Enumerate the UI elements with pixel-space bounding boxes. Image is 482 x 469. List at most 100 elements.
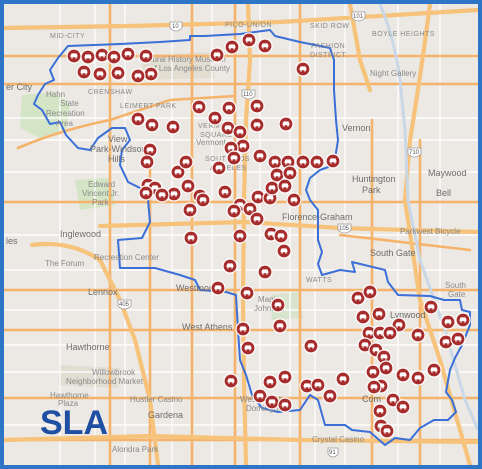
location-marker[interactable] — [76, 64, 92, 80]
location-marker[interactable] — [224, 39, 240, 55]
location-marker[interactable] — [166, 186, 182, 202]
location-marker[interactable] — [410, 370, 426, 386]
location-marker[interactable] — [362, 284, 378, 300]
location-marker[interactable] — [226, 150, 242, 166]
location-marker[interactable] — [241, 32, 257, 48]
location-marker[interactable] — [276, 243, 292, 259]
location-marker[interactable] — [211, 160, 227, 176]
location-marker[interactable] — [395, 367, 411, 383]
location-marker[interactable] — [94, 47, 110, 63]
location-marker[interactable] — [240, 340, 256, 356]
location-marker[interactable] — [382, 325, 398, 341]
location-marker[interactable] — [325, 153, 341, 169]
location-marker[interactable] — [309, 154, 325, 170]
location-marker[interactable] — [66, 48, 82, 64]
location-marker[interactable] — [438, 334, 454, 350]
location-marker[interactable] — [280, 154, 296, 170]
location-marker[interactable] — [257, 38, 273, 54]
location-marker[interactable] — [264, 180, 280, 196]
location-marker[interactable] — [220, 120, 236, 136]
location-marker[interactable] — [250, 189, 266, 205]
location-marker[interactable] — [277, 178, 293, 194]
location-marker[interactable] — [378, 360, 394, 376]
location-marker[interactable] — [295, 61, 311, 77]
location-marker[interactable] — [299, 378, 315, 394]
location-marker[interactable] — [455, 312, 471, 328]
location-marker[interactable] — [191, 99, 207, 115]
location-marker[interactable] — [371, 306, 387, 322]
location-marker[interactable] — [423, 299, 439, 315]
location-marker[interactable] — [295, 154, 311, 170]
location-marker[interactable] — [110, 65, 126, 81]
location-marker[interactable] — [235, 138, 251, 154]
location-marker[interactable] — [221, 100, 237, 116]
location-marker[interactable] — [142, 142, 158, 158]
location-marker[interactable] — [257, 264, 273, 280]
location-marker[interactable] — [120, 46, 136, 62]
location-marker[interactable] — [130, 68, 146, 84]
location-marker[interactable] — [154, 187, 170, 203]
location-marker[interactable] — [366, 379, 382, 395]
location-marker[interactable] — [249, 211, 265, 227]
location-marker[interactable] — [350, 290, 366, 306]
location-marker[interactable] — [209, 47, 225, 63]
location-marker[interactable] — [372, 403, 388, 419]
location-marker[interactable] — [130, 111, 146, 127]
location-marker[interactable] — [239, 285, 255, 301]
location-marker[interactable] — [426, 362, 442, 378]
location-marker[interactable] — [269, 167, 285, 183]
location-marker[interactable] — [273, 228, 289, 244]
location-marker[interactable] — [232, 124, 248, 140]
location-marker[interactable] — [180, 178, 196, 194]
location-marker[interactable] — [440, 314, 456, 330]
location-marker[interactable] — [217, 184, 233, 200]
location-marker[interactable] — [138, 48, 154, 64]
location-marker[interactable] — [138, 185, 154, 201]
location-marker[interactable] — [277, 369, 293, 385]
location-marker[interactable] — [222, 258, 238, 274]
location-marker[interactable] — [410, 327, 426, 343]
location-marker[interactable] — [235, 321, 251, 337]
location-marker[interactable] — [178, 154, 194, 170]
location-marker[interactable] — [264, 394, 280, 410]
location-marker[interactable] — [139, 154, 155, 170]
location-marker[interactable] — [195, 192, 211, 208]
location-marker[interactable] — [252, 148, 268, 164]
location-marker[interactable] — [249, 117, 265, 133]
location-marker[interactable] — [165, 119, 181, 135]
location-marker[interactable] — [395, 399, 411, 415]
location-marker[interactable] — [379, 423, 395, 439]
location-marker[interactable] — [322, 388, 338, 404]
location-marker[interactable] — [106, 49, 122, 65]
location-marker[interactable] — [267, 154, 283, 170]
location-marker[interactable] — [182, 202, 198, 218]
location-marker[interactable] — [310, 377, 326, 393]
location-marker[interactable] — [92, 66, 108, 82]
location-marker[interactable] — [277, 397, 293, 413]
map-canvas[interactable]: MID-CITY PICO-UNION SKID ROW BOYLE HEIGH… — [4, 4, 478, 465]
location-marker[interactable] — [365, 364, 381, 380]
location-marker[interactable] — [232, 228, 248, 244]
location-marker[interactable] — [143, 66, 159, 82]
location-marker[interactable] — [144, 117, 160, 133]
location-marker[interactable] — [278, 116, 294, 132]
location-marker[interactable] — [252, 388, 268, 404]
location-marker[interactable] — [207, 110, 223, 126]
location-marker[interactable] — [361, 325, 377, 341]
location-marker[interactable] — [450, 331, 466, 347]
location-marker[interactable] — [262, 374, 278, 390]
location-marker[interactable] — [223, 373, 239, 389]
location-marker[interactable] — [303, 338, 319, 354]
location-marker[interactable] — [249, 98, 265, 114]
location-marker[interactable] — [226, 203, 242, 219]
location-marker[interactable] — [272, 318, 288, 334]
location-marker[interactable] — [335, 371, 351, 387]
svg-text:Natural History Museum: Natural History Museum — [140, 55, 226, 64]
location-marker[interactable] — [183, 230, 199, 246]
location-marker[interactable] — [210, 280, 226, 296]
location-marker[interactable] — [282, 165, 298, 181]
location-marker[interactable] — [286, 192, 302, 208]
location-marker[interactable] — [80, 49, 96, 65]
location-marker[interactable] — [355, 309, 371, 325]
location-marker[interactable] — [270, 297, 286, 313]
